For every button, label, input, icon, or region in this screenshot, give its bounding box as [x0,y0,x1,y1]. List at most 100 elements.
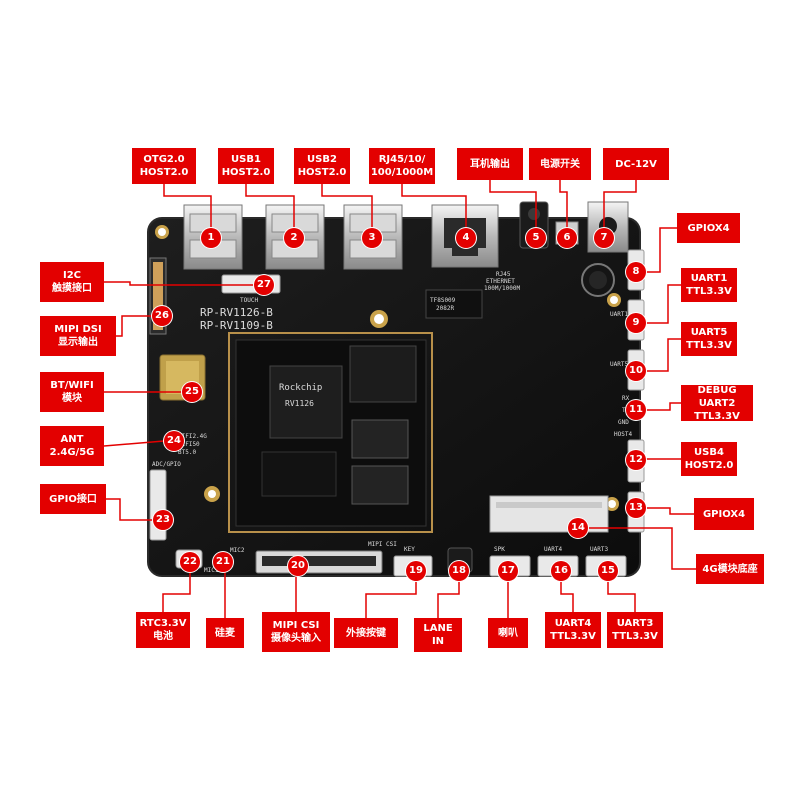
leader-line-19 [365,581,417,618]
callout-label-line: UART2 [698,397,736,409]
callout-label-line: MIPI CSI [272,620,320,631]
callout-badge-10: 10 [626,361,646,381]
leader-line-24 [103,440,165,447]
silk-key: KEY [404,546,415,553]
leader-line-9 [646,284,681,324]
callout-badge-17: 17 [498,561,518,581]
leader-lines [103,180,696,618]
callout-label-4: RJ45/10/100/1000M [369,148,435,184]
callout-label-line: DC-12V [615,158,657,170]
callout-label-14: 4G模块底座 [696,554,764,584]
callout-badge-6: 6 [557,228,577,248]
callout-label-line: I2C [62,270,82,281]
callout-label-line: LANE [423,623,453,634]
usb-port-2 [343,204,403,270]
callout-label-line: GPIO接口 [49,493,97,505]
callout-badge-3: 3 [362,228,382,248]
board-model-2: RP-RV1109-B [200,319,273,332]
silk-uart3: UART3 [590,546,608,553]
callout-label-line: 耳机输出 [470,158,510,170]
usb-port-1 [265,204,325,270]
silk-uart1: UART1 [610,311,628,318]
eth-transformer [425,289,483,319]
callout-label-21: 硅麦 [206,618,244,648]
leader-line-14 [588,527,696,570]
callout-badge-5: 5 [526,228,546,248]
silk-trans: TF8S009 [430,297,456,304]
callout-badge-25: 25 [182,382,202,402]
callout-badge-9: 9 [626,313,646,333]
callout-label-line: HOST2.0 [139,167,189,178]
silk-wifi: WIFI2.4G [178,433,207,440]
silk-uart4: UART4 [544,546,562,553]
silk-gnd: GND [618,419,629,426]
callout-label-line: 模块 [62,393,82,404]
board-model-1: RP-RV1126-B [200,306,273,319]
chip-brand: Rockchip [279,383,322,393]
leader-line-6 [559,180,568,228]
callout-label-line: RJ45/10/ [378,154,426,165]
callout-badge-7: 7 [594,228,614,248]
callout-badge-22: 22 [180,552,200,572]
callout-label-line: ANT [60,434,84,445]
leader-line-2 [245,184,295,228]
leader-line-3 [321,184,373,228]
leader-line-5 [489,180,537,228]
callout-badge-24: 24 [164,431,184,451]
silk-wifi-ant: WIFI50 [178,441,200,448]
callout-label-line: 喇叭 [498,627,518,639]
callout-badge-8: 8 [626,262,646,282]
4g-slot [489,495,609,533]
leader-line-22 [162,572,191,612]
callout-label-line: IN [431,636,445,647]
silk-touch: TOUCH [240,297,258,304]
callout-label-line: UART5 [690,327,728,338]
callout-badge-13: 13 [626,498,646,518]
callout-label-13: GPIOX4 [694,498,754,530]
callout-label-line: 100/1000M [370,167,434,178]
callout-label-line: 外接按键 [346,627,386,639]
leader-line-23 [106,498,153,521]
callout-label-line: TTL3.3V [686,286,732,297]
callout-label-line: TTL3.3V [612,631,658,642]
silk-mipi-csi: MIPI CSI [368,541,397,548]
callout-label-line: TTL3.3V [686,340,732,351]
leader-line-1 [163,184,212,228]
callout-label-line: 4G模块底座 [702,563,758,575]
callout-badge-1: 1 [201,228,221,248]
silk-mic1: MIC1 [204,567,219,574]
callout-badge-26: 26 [152,306,172,326]
callout-label-line: MIPI DSI [54,324,102,335]
callout-badge-15: 15 [598,561,618,581]
callout-label-line: USB1 [231,154,261,165]
callout-label-line: HOST2.0 [297,167,347,178]
callout-badge-21: 21 [213,552,233,572]
callout-label-line: GPIOX4 [687,222,730,234]
callout-label-line: UART4 [554,618,592,629]
leader-line-18 [437,581,460,618]
silk-trans2: 2082R [436,305,454,312]
leader-line-27 [104,281,254,286]
callout-badge-11: 11 [626,400,646,420]
callout-label-line: UART1 [690,273,728,284]
silk-host4: HOST4 [614,431,632,438]
callout-label-line: TTL3.3V [694,410,740,422]
callout-label-18: LANE IN [414,618,462,652]
leader-line-11 [646,402,681,411]
callout-label-7: DC-12V [603,148,669,180]
callout-badge-4: 4 [456,228,476,248]
